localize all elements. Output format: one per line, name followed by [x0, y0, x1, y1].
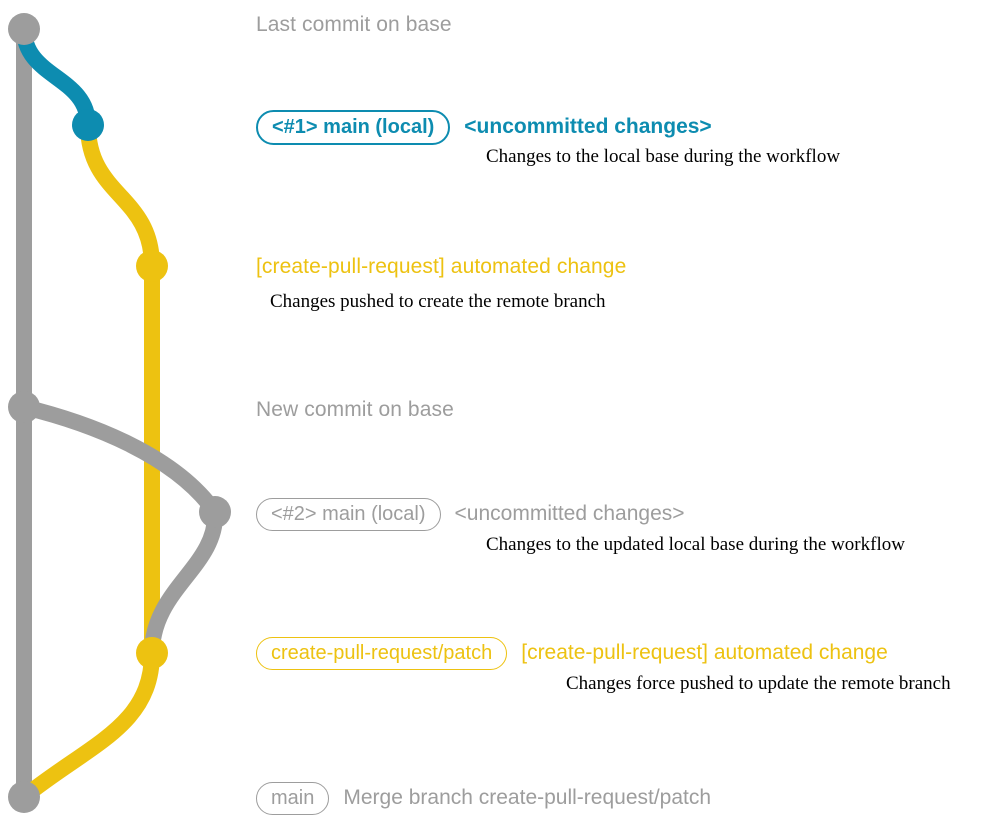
graph-row-merge: main Merge branch create-pull-request/pa…: [256, 782, 711, 815]
branch-badge-create-pull-request-patch[interactable]: create-pull-request/patch: [256, 637, 508, 670]
branch-badge-main-local-1[interactable]: <#1> main (local): [256, 110, 451, 145]
commit-node-automated-change-2[interactable]: [136, 637, 168, 669]
graph-row-local-2: <#2> main (local) <uncommitted changes>: [256, 498, 685, 531]
commit-description-local-1: Changes to the local base during the wor…: [486, 146, 841, 167]
commit-node-uncommitted-changes-1[interactable]: [72, 109, 104, 141]
commit-subject-uncommitted-changes-2: <uncommitted changes>: [454, 502, 685, 525]
commit-subject-last-commit-on-base: Last commit on base: [256, 13, 452, 36]
graph-row-automated-2: create-pull-request/patch [create-pull-r…: [256, 637, 888, 670]
commit-description-automated-1: Changes pushed to create the remote bran…: [270, 291, 606, 312]
edge-patch-2-to-merge: [16, 645, 160, 805]
graph-row-local-1: <#1> main (local) <uncommitted changes>: [256, 110, 712, 145]
commit-node-last-commit-on-base[interactable]: [8, 13, 40, 45]
branch-badge-main[interactable]: main: [256, 782, 330, 815]
commit-node-uncommitted-changes-2[interactable]: [199, 496, 231, 528]
branch-badge-main-local-2[interactable]: <#2> main (local): [256, 498, 441, 531]
edge-local-2-to-patch-2: [144, 504, 224, 661]
graph-row-automated-1: [create-pull-request] automated change: [256, 255, 626, 279]
graph-row-new-commit: New commit on base: [256, 398, 454, 422]
edge-base-to-local-1: [16, 21, 96, 133]
commit-subject-merge-branch: Merge branch create-pull-request/patch: [343, 786, 712, 809]
commit-subject-new-commit-on-base: New commit on base: [256, 398, 454, 421]
commit-description-automated-2: Changes force pushed to update the remot…: [566, 673, 951, 694]
graph-row-last-commit: Last commit on base: [256, 13, 452, 37]
commit-subject-automated-change-2: [create-pull-request] automated change: [521, 641, 888, 664]
commit-node-merge-branch[interactable]: [8, 781, 40, 813]
commit-subject-uncommitted-changes-1: <uncommitted changes>: [464, 115, 712, 138]
edge-base-to-local-2: [16, 399, 223, 520]
commit-description-local-2: Changes to the updated local base during…: [486, 534, 905, 555]
commit-subject-automated-change-1: [create-pull-request] automated change: [256, 255, 627, 278]
commit-node-new-commit-on-base[interactable]: [8, 391, 40, 423]
commit-node-automated-change-1[interactable]: [136, 250, 168, 282]
edge-local-1-to-patch-1: [80, 117, 160, 274]
